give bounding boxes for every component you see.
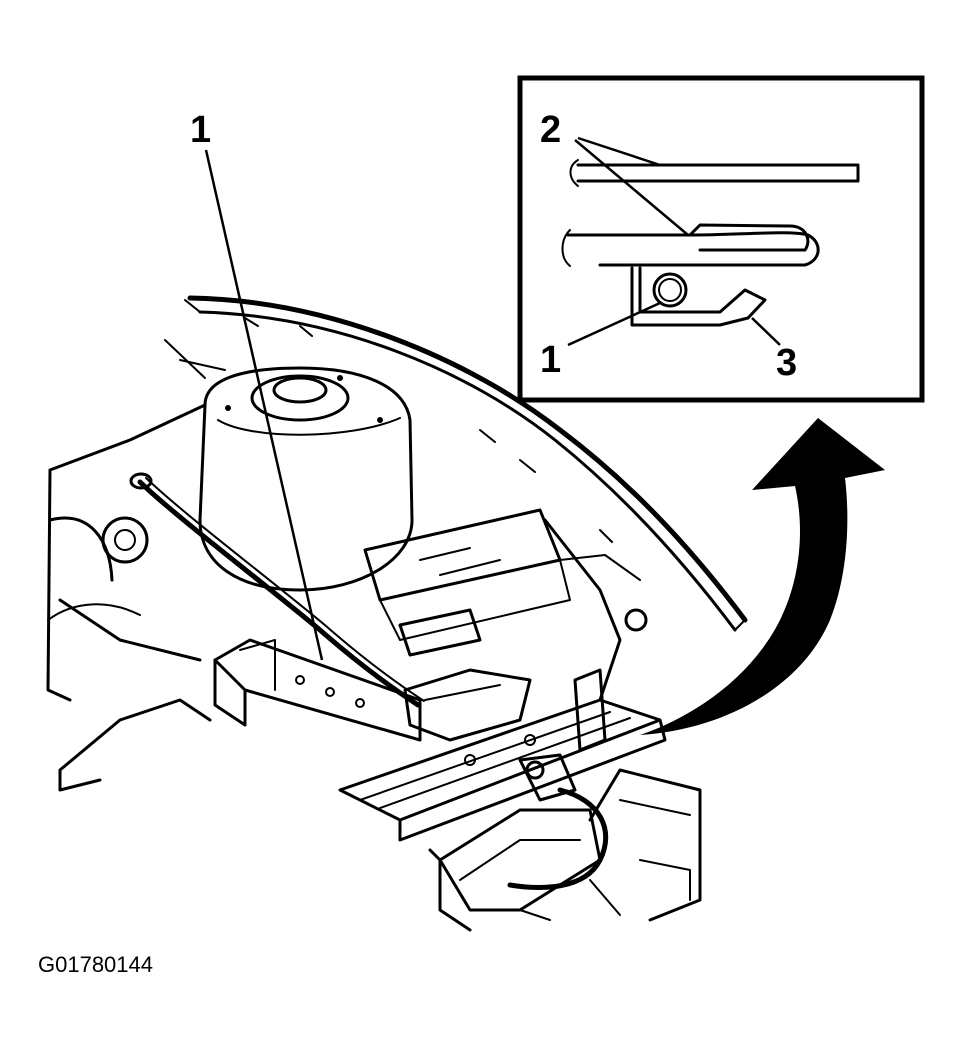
detail-arrow [640,418,885,735]
frame-rail [213,638,422,742]
leader-inset-2b [574,139,689,236]
callout-inset-2: 2 [540,109,561,151]
leader-inset-3 [751,317,781,346]
inset-frame [517,75,925,403]
leader-inset-2a [577,136,661,167]
hood-latch-bracket [403,668,532,742]
cable-end-circle [652,272,688,308]
cable-retainer-clip [630,266,767,327]
leader-inset-1 [567,301,661,347]
leader-main-1 [204,149,324,661]
latch-detail-inset [517,75,925,403]
fender-rail [187,295,748,623]
callout-inset-3: 3 [776,342,797,384]
callout-main-1: 1 [190,109,211,151]
hood-release-cable [137,479,421,708]
callout-inset-1: 1 [540,339,561,381]
strut-tower [198,366,414,592]
engine-compartment-illustration [46,295,748,932]
figure-id: G01780144 [38,952,153,977]
hood-outer-panel [576,163,860,183]
inner-fender-panel [46,403,207,702]
